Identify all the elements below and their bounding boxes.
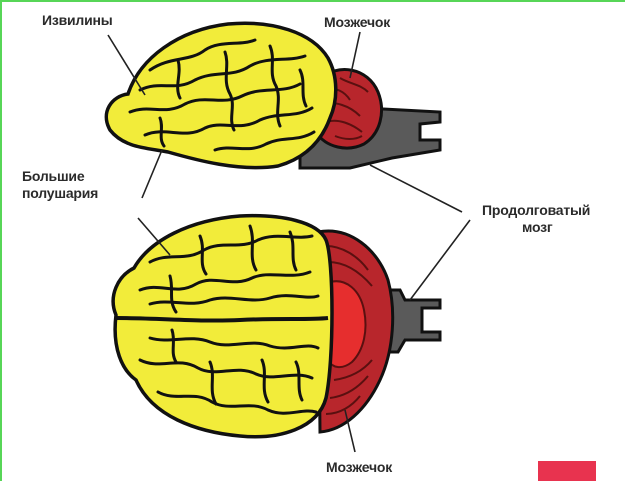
brain-top-view (113, 216, 440, 437)
leader-medulla-bottom (410, 220, 470, 300)
label-hemispheres-line1: Большие (22, 168, 98, 185)
leader-medulla-top (370, 165, 462, 212)
label-cerebellum-top: Мозжечок (324, 14, 390, 31)
brain-side-view (106, 23, 440, 168)
label-medulla-line2: мозг (482, 219, 590, 236)
leader-convolutions (108, 35, 145, 95)
label-cerebellum-bottom: Мозжечок (326, 459, 392, 476)
label-medulla: Продолговатый мозг (482, 202, 590, 236)
label-convolutions: Извилины (42, 12, 113, 29)
label-hemispheres: Большие полушария (22, 168, 98, 202)
label-medulla-line1: Продолговатый (482, 202, 590, 219)
top-cerebrum (113, 216, 332, 437)
corner-marker (538, 461, 596, 481)
label-hemispheres-line2: полушария (22, 185, 98, 202)
leader-hemispheres-top (142, 150, 162, 198)
